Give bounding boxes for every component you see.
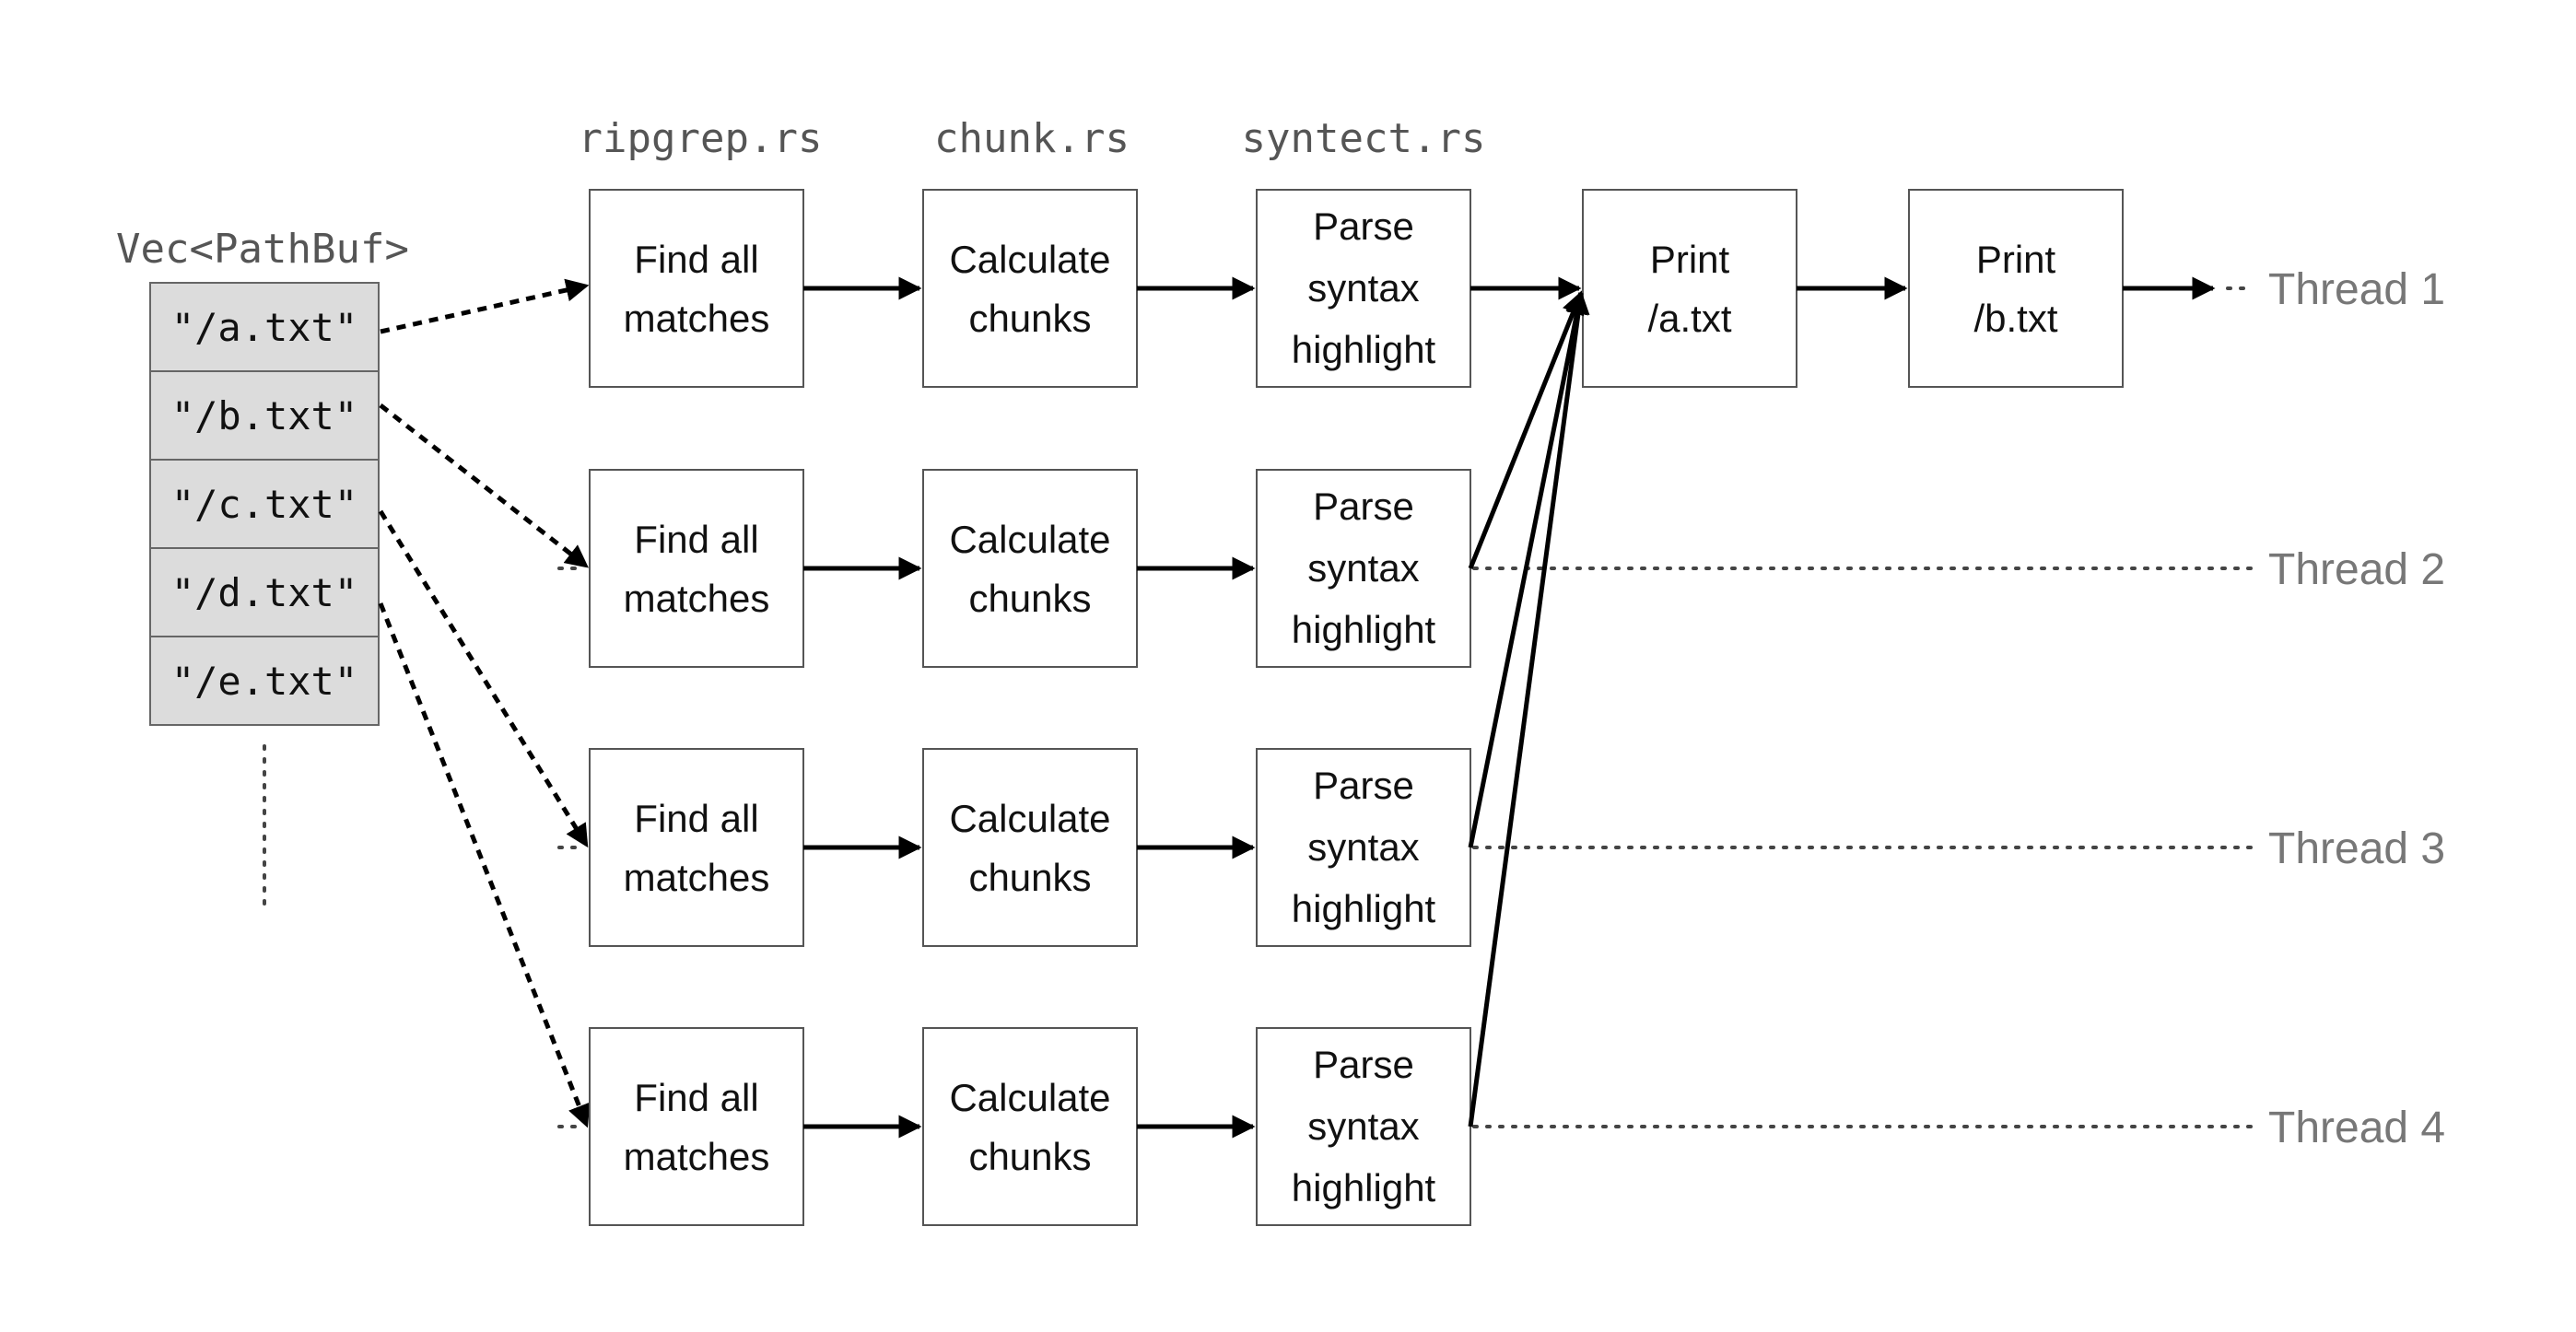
file-cell <box>149 370 380 461</box>
stage-label: matches <box>624 1135 770 1178</box>
thread-2-row: Find all matches Calculate chunks Parse … <box>589 469 2445 668</box>
stage-box-print-b <box>1908 189 2124 388</box>
stage-label: Find all <box>634 1076 758 1119</box>
stage-label: chunks <box>968 856 1091 899</box>
stage-box-find-matches <box>589 189 804 388</box>
file-cell <box>149 282 380 372</box>
thread-3-label: Thread 3 <box>2268 824 2445 873</box>
module-label-chunk: chunk.rs <box>934 115 1130 162</box>
merge-arrow-thread-2 <box>1468 290 1585 569</box>
thread-2-label: Thread 2 <box>2268 545 2445 594</box>
stage-label: Calculate <box>949 238 1110 281</box>
stage-label: Find all <box>634 797 758 840</box>
stage-label: Calculate <box>949 518 1110 561</box>
stage-label: highlight <box>1292 328 1436 371</box>
file-cell <box>149 636 380 726</box>
stage-label: matches <box>624 856 770 899</box>
thread-4-row: Find all matches Calculate chunks Parse … <box>589 1027 2445 1226</box>
stage-box-calculate-chunks <box>922 748 1138 947</box>
stage-box-print-a <box>1582 189 1797 388</box>
stage-box-find-matches <box>589 469 804 668</box>
thread-3-row: Find all matches Calculate chunks Parse … <box>589 748 2445 947</box>
dispatch-arrow-thread-1 <box>380 278 590 334</box>
file-label: "/b.txt" <box>171 393 357 438</box>
stage-box-parse-syntax <box>1256 1027 1471 1226</box>
file-list: "/a.txt" "/b.txt" "/c.txt" "/d.txt" "/e.… <box>149 282 380 726</box>
module-label-syntect: syntect.rs <box>1242 115 1486 162</box>
file-label: "/a.txt" <box>171 305 357 350</box>
stage-label: Print <box>1976 238 2056 281</box>
stage-label: chunks <box>968 1135 1091 1178</box>
stage-label: highlight <box>1292 887 1436 930</box>
stage-box-parse-syntax <box>1256 748 1471 947</box>
dispatch-arrow-thread-3 <box>378 509 590 848</box>
stage-label: /b.txt <box>1973 297 2057 340</box>
stage-label: /a.txt <box>1647 297 1731 340</box>
stage-label: chunks <box>968 577 1091 620</box>
file-cell <box>149 459 380 549</box>
file-cell <box>149 547 380 637</box>
file-label: "/d.txt" <box>171 570 357 615</box>
thread-4-label: Thread 4 <box>2268 1104 2445 1152</box>
stage-label: Calculate <box>949 797 1110 840</box>
dispatch-arrow-thread-2 <box>379 403 589 568</box>
file-label: "/c.txt" <box>171 482 357 527</box>
stage-label: highlight <box>1292 1166 1436 1209</box>
stage-label: matches <box>624 297 770 340</box>
stage-label: Find all <box>634 518 758 561</box>
file-label: "/e.txt" <box>171 659 357 704</box>
stage-box-find-matches <box>589 748 804 947</box>
stage-label: Parse <box>1313 204 1414 248</box>
stage-label: Parse <box>1313 1043 1414 1086</box>
stage-box-find-matches <box>589 1027 804 1226</box>
stage-label: syntax <box>1307 546 1419 590</box>
merge-arrow-thread-4 <box>1468 290 1590 1128</box>
dispatch-arrow-thread-4 <box>378 602 591 1128</box>
stage-box-calculate-chunks <box>922 469 1138 668</box>
thread-1-label: Thread 1 <box>2268 265 2445 314</box>
stage-label: syntax <box>1307 825 1419 869</box>
stage-box-calculate-chunks <box>922 189 1138 388</box>
stage-label: Parse <box>1313 764 1414 807</box>
stage-label: chunks <box>968 297 1091 340</box>
stage-label: highlight <box>1292 608 1436 651</box>
vec-label: Vec<PathBuf> <box>116 226 409 273</box>
module-label-ripgrep: ripgrep.rs <box>579 115 823 162</box>
stage-label: Parse <box>1313 485 1414 528</box>
thread-1-row: Find all matches Calculate chunks Parse … <box>589 189 2445 388</box>
stage-label: matches <box>624 577 770 620</box>
stage-label: Print <box>1650 238 1730 281</box>
merge-arrow-thread-3 <box>1468 290 1588 848</box>
stage-box-parse-syntax <box>1256 189 1471 388</box>
stage-label: Calculate <box>949 1076 1110 1119</box>
stage-label: Find all <box>634 238 758 281</box>
stage-box-calculate-chunks <box>922 1027 1138 1226</box>
stage-label: syntax <box>1307 1104 1419 1148</box>
stage-label: syntax <box>1307 266 1419 310</box>
